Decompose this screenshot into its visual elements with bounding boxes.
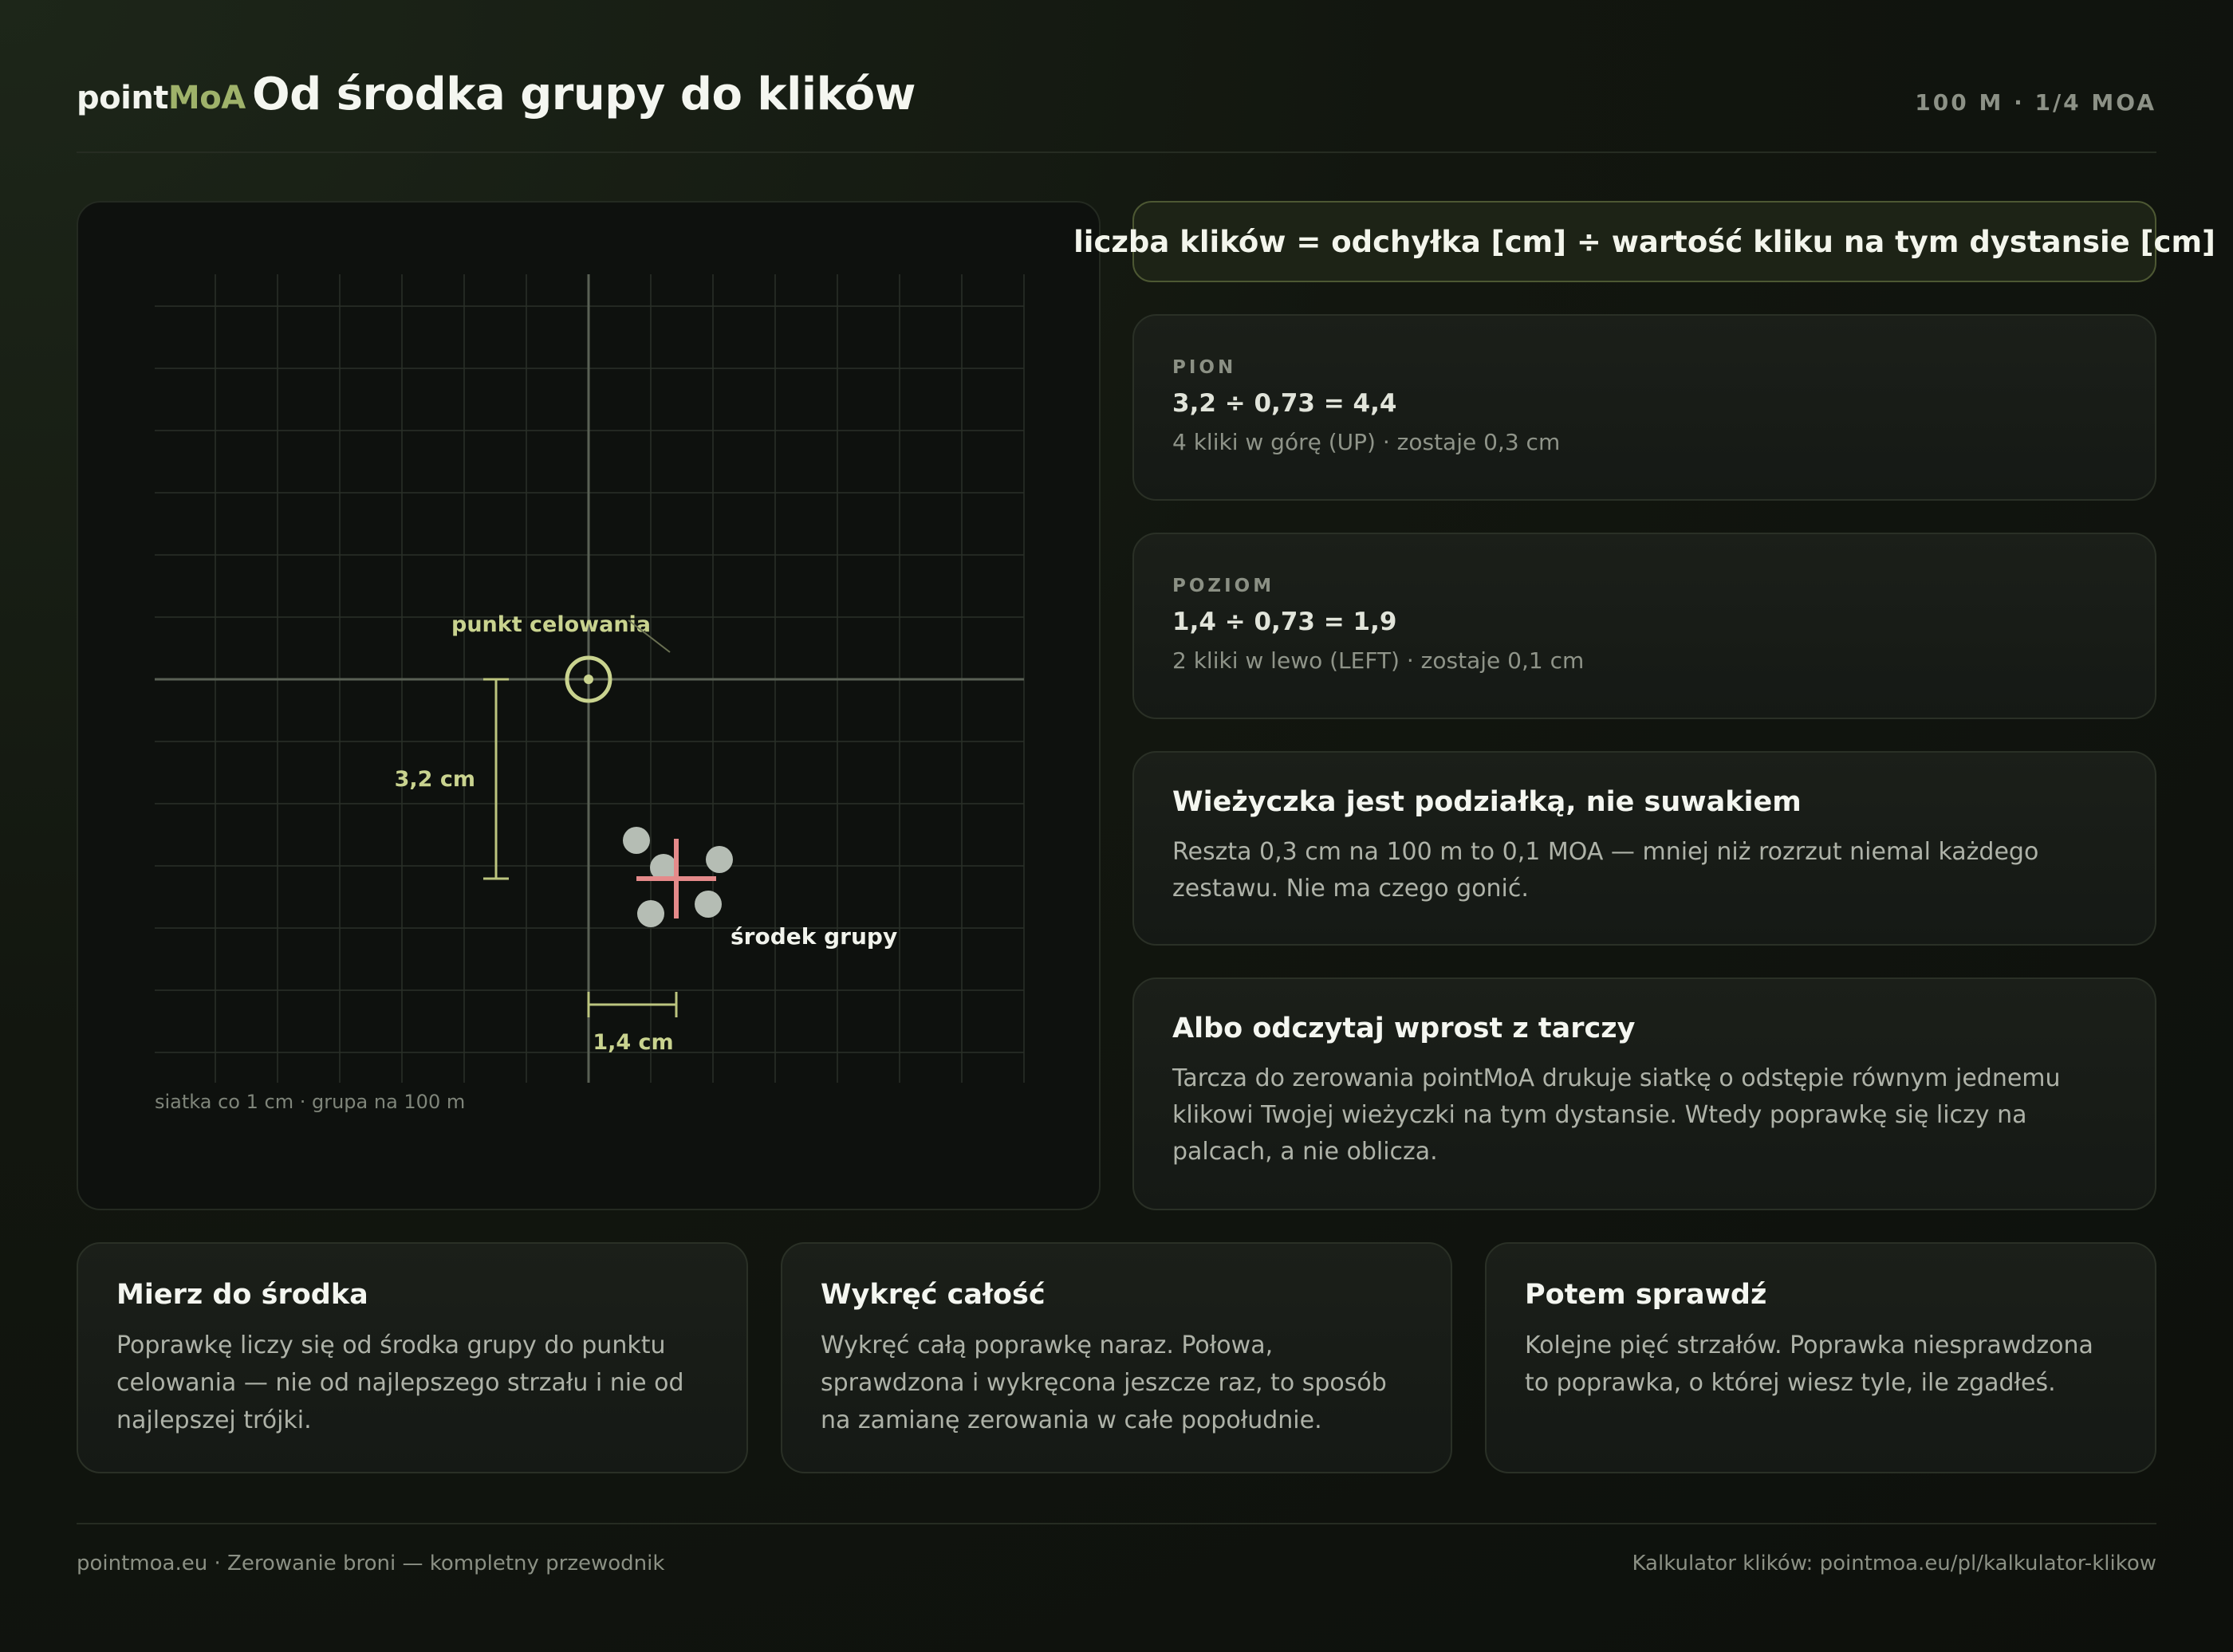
shot-hole xyxy=(650,854,677,881)
diagram-caption: siatka co 1 cm · grupa na 100 m xyxy=(155,1091,465,1113)
formula-banner: liczba klików = odchyłka [cm] ÷ wartość … xyxy=(1073,201,2215,282)
tip-text: Kolejne pięć strzałów. Poprawka niespraw… xyxy=(1525,1331,2093,1397)
vertical-calc-label: PION xyxy=(1172,357,1237,378)
footer-calculator-link[interactable]: Kalkulator klików: pointmoa.eu/pl/kalkul… xyxy=(1632,1552,2156,1575)
turret-info-text: Reszta 0,3 cm na 100 m to 0,1 MOA — mnie… xyxy=(1172,838,2039,903)
brand-name-accent: MoA xyxy=(167,80,246,116)
horizontal-calc-equation: 1,4 ÷ 0,73 = 1,9 xyxy=(1172,608,1397,636)
footer-source-link[interactable]: pointmoa.eu · Zerowanie broni — kompletn… xyxy=(77,1552,665,1575)
tip-text: Wykręć całą poprawkę naraz. Połowa, spra… xyxy=(821,1331,1387,1434)
shot-hole xyxy=(637,900,664,927)
target-diagram-card: punkt celowania 3,2 cm środek grupy 1,4 … xyxy=(77,201,1101,1210)
distance-click-info: 100 M · 1/4 MOA xyxy=(1915,89,2156,116)
horizontal-calc-note: 2 kliki w lewo (LEFT) · zostaje 0,1 cm xyxy=(1172,647,1585,674)
tip-heading: Mierz do środka xyxy=(116,1279,368,1311)
vertical-offset-label: 3,2 cm xyxy=(395,767,475,792)
brand-name-part: point xyxy=(77,80,168,116)
tip-card-verify: Potem sprawdź Kolejne pięć strzałów. Pop… xyxy=(1485,1242,2156,1473)
turret-info-heading: Wieżyczka jest podziałką, nie suwakiem xyxy=(1172,786,1802,818)
group-center-label: środek grupy xyxy=(731,923,897,950)
target-read-card: Albo odczytaj wprost z tarczy Tarcza do … xyxy=(1132,977,2156,1210)
footer: pointmoa.eu · Zerowanie broni — kompletn… xyxy=(77,1523,2156,1575)
aim-point-icon xyxy=(565,655,612,703)
aim-point-label: punkt celowania xyxy=(451,612,651,637)
header: pointMoA Od środka grupy do klików 100 M… xyxy=(77,69,2156,153)
tip-card-measure: Mierz do środka Poprawkę liczy się od śr… xyxy=(77,1242,748,1473)
horizontal-calc-label: POZIOM xyxy=(1172,576,1275,596)
shot-hole xyxy=(695,891,722,918)
page-title: Od środka grupy do klików xyxy=(252,69,916,120)
brand-logo[interactable]: pointMoA xyxy=(77,80,246,116)
tip-heading: Wykręć całość xyxy=(821,1279,1046,1311)
tip-text: Poprawkę liczy się od środka grupy do pu… xyxy=(116,1331,684,1434)
target-read-text: Tarcza do zerowania pointMoA drukuje sia… xyxy=(1172,1064,2061,1166)
vertical-calc-equation: 3,2 ÷ 0,73 = 4,4 xyxy=(1172,389,1397,418)
target-read-heading: Albo odczytaj wprost z tarczy xyxy=(1172,1013,1636,1044)
tip-heading: Potem sprawdź xyxy=(1525,1279,1767,1311)
horizontal-offset-label: 1,4 cm xyxy=(593,1030,673,1055)
vertical-calc-note: 4 kliki w górę (UP) · zostaje 0,3 cm xyxy=(1172,429,1561,455)
horizontal-calc-card: POZIOM 1,4 ÷ 0,73 = 1,9 2 kliki w lewo (… xyxy=(1132,533,2156,719)
target-grid-diagram: punkt celowania 3,2 cm środek grupy 1,4 … xyxy=(155,274,1025,1113)
shot-hole xyxy=(706,846,733,873)
turret-info-card: Wieżyczka jest podziałką, nie suwakiem R… xyxy=(1132,751,2156,946)
shot-hole xyxy=(623,827,650,854)
vertical-calc-card: PION 3,2 ÷ 0,73 = 4,4 4 kliki w górę (UP… xyxy=(1132,314,2156,501)
aim-point-dot xyxy=(584,675,593,684)
aim-label-leader xyxy=(628,620,671,653)
tip-card-dial: Wykręć całość Wykręć całą poprawkę naraz… xyxy=(781,1242,1452,1473)
